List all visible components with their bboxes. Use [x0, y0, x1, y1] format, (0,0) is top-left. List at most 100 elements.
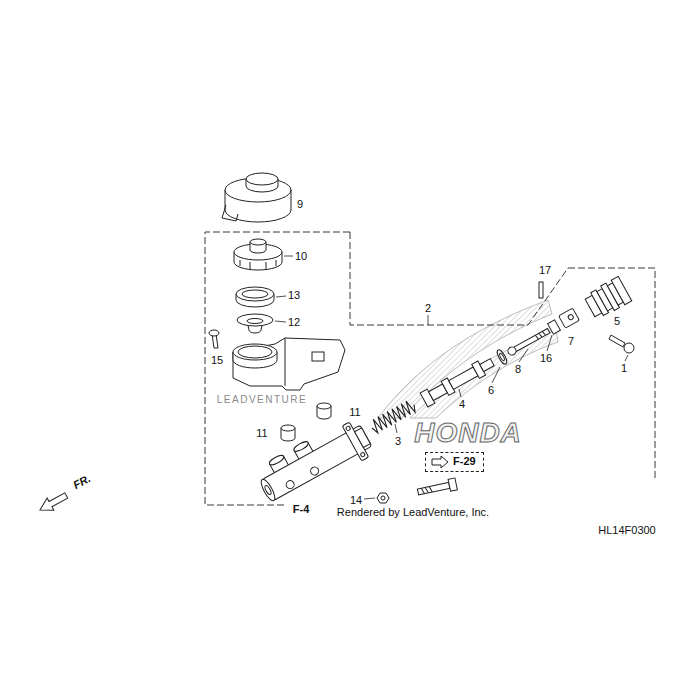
group-bracket: [205, 232, 655, 505]
callout-number: 11: [256, 428, 267, 439]
logo-wing: [378, 300, 552, 418]
callout-number: 5: [614, 316, 620, 327]
page-reference: F-29: [453, 455, 476, 468]
reservoir: [233, 344, 277, 360]
master-cylinder-body: [355, 428, 371, 448]
master-cylinder-body: [285, 479, 296, 490]
callout-number: 14: [350, 495, 362, 506]
clevis: [559, 308, 580, 328]
plate-ring: [242, 290, 268, 298]
callout-number: 4: [459, 399, 465, 410]
callout-number: 3: [395, 436, 401, 447]
grommet: [281, 403, 331, 441]
leader-line: [428, 315, 429, 325]
callout-number: 7: [568, 336, 574, 347]
piston: [449, 367, 478, 389]
leader-line: [547, 335, 552, 351]
lock-nut: [548, 320, 561, 334]
reservoir: [312, 352, 324, 361]
callout-number: 1: [621, 363, 627, 374]
joint-bolt: [624, 343, 634, 353]
cylinder-nut: [381, 496, 385, 500]
master-cylinder-body: [345, 426, 350, 431]
reservoir-cap: [246, 173, 278, 185]
cap-plate: [250, 239, 266, 245]
callout-number: 13: [288, 290, 300, 301]
leader-line: [492, 367, 500, 383]
reservoir-screw: [209, 330, 219, 348]
piston: [480, 359, 494, 372]
callout-number: 6: [488, 385, 494, 396]
reference-arrow: [431, 455, 449, 469]
mounting-bolt: [417, 478, 458, 498]
joint-bolt: [609, 335, 634, 353]
mounting-bolt: [448, 478, 457, 491]
boot: [583, 276, 632, 320]
cap-plate: [240, 260, 241, 266]
mounting-bolt: [417, 482, 450, 495]
cylinder-nut: [377, 493, 389, 503]
push-rod: [513, 328, 550, 352]
plate-ring: [236, 287, 274, 301]
cap-plate: [276, 260, 277, 266]
diaphragm: [237, 314, 273, 333]
front-direction-label: FR.: [72, 473, 93, 491]
reservoir: [233, 338, 345, 390]
callout-number: 11: [349, 407, 360, 418]
reservoir-cap: [222, 205, 238, 221]
diagram-code: HL14F0300: [598, 525, 656, 536]
mounting-bolt: [425, 487, 428, 493]
group-bracket: [350, 232, 568, 325]
reservoir: [233, 338, 345, 390]
mounting-bolt: [429, 486, 432, 492]
leader-line: [395, 424, 397, 433]
master-cylinder-body: [252, 414, 375, 510]
cylinder-nut: [377, 493, 389, 503]
watermark: LEADVENTURE: [217, 395, 307, 405]
joint-bolt: [609, 335, 625, 347]
callout-number: 9: [297, 199, 303, 210]
reference-arrow: [432, 456, 448, 468]
leader-line: [364, 498, 375, 499]
master-cylinder-body: [268, 454, 285, 467]
logo-wing: [410, 330, 558, 418]
reservoir-cap: [222, 173, 291, 222]
master-cylinder-body: [360, 452, 365, 457]
front-arrow: [37, 489, 70, 516]
seal-ring: [495, 349, 508, 366]
leader-line: [519, 349, 528, 362]
leader-line: [276, 296, 286, 297]
callout-number: 8: [515, 364, 521, 375]
reservoir: [285, 338, 286, 386]
page-reference-box: F-29: [425, 452, 484, 472]
push-rod: [507, 346, 518, 357]
master-cylinder-body: [264, 485, 272, 496]
master-cylinder-body: [293, 440, 310, 453]
callout-number: 12: [288, 317, 300, 328]
reservoir-screw: [209, 330, 219, 336]
front-arrow: [37, 489, 70, 516]
grommet: [281, 425, 295, 431]
brand-logo-text: HONDA: [414, 419, 522, 447]
spring: [372, 401, 415, 433]
leader-line: [284, 256, 293, 257]
cap-plate: [250, 262, 251, 269]
leader-line: [625, 355, 628, 361]
page-reference: F-4: [293, 504, 310, 515]
plate-ring: [236, 287, 274, 307]
boot: [611, 276, 632, 304]
seal-ring: [499, 353, 506, 361]
cap-plate: [234, 239, 282, 270]
spring: [372, 401, 415, 433]
cap-plate: [266, 262, 267, 269]
master-cylinder-body: [259, 478, 278, 503]
push-rod: [535, 335, 538, 340]
diaphragm: [247, 319, 263, 324]
seal-ring: [495, 349, 508, 366]
push-rod: [539, 333, 542, 338]
grommet: [317, 403, 331, 409]
callout-number: 15: [211, 355, 223, 366]
lock-nut: [548, 320, 561, 334]
